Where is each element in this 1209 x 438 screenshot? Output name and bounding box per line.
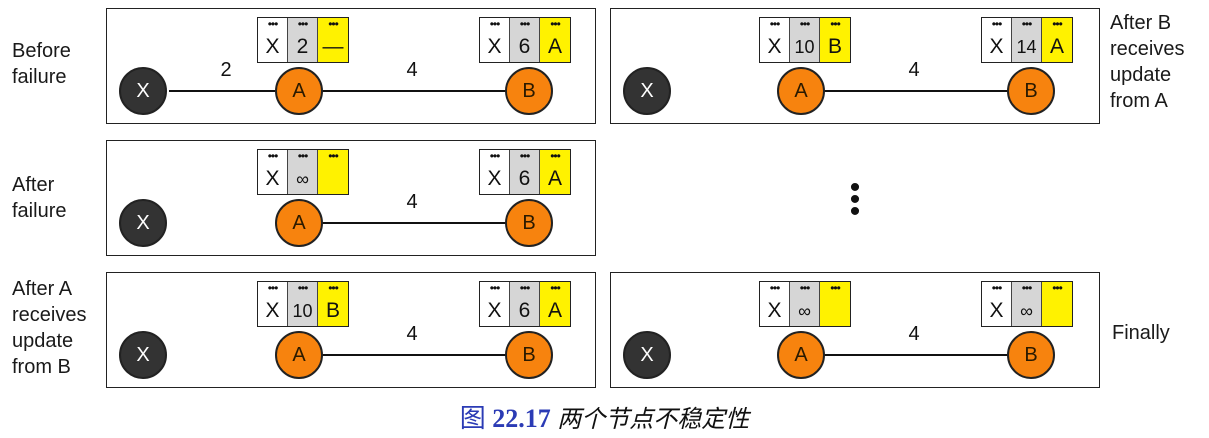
table-cell-destination: •••X [760,18,790,62]
node-a: A [275,67,323,115]
table-cell-destination: •••X [480,18,510,62]
table-cell-cost: •••∞ [288,150,318,194]
table-cell-destination: •••X [480,150,510,194]
panel-finally: •••X •••∞ ••• •••X •••∞ ••• 4 X A B [610,272,1100,388]
link-a-b [823,90,1009,92]
routing-table-b: •••X •••6 •••A [479,17,571,63]
panel-after-b-update: •••X •••10 •••B •••X •••14 •••A 4 X A B [610,8,1100,124]
table-cell-destination: •••X [258,150,288,194]
table-cell-destination: •••X [982,282,1012,326]
node-a: A [777,67,825,115]
link-cost-a-b: 4 [908,59,920,81]
link-cost-a-b: 4 [908,323,920,345]
link-cost-x-a: 2 [220,59,232,81]
node-x: X [119,331,167,379]
link-cost-a-b: 4 [406,191,418,213]
node-a: A [275,199,323,247]
link-a-b [321,90,507,92]
table-cell-cost: •••14 [1012,18,1042,62]
table-cell-destination: •••X [760,282,790,326]
routing-table-a: •••X •••∞ ••• [257,149,349,195]
figure-caption: 图 22.17 两个节点不稳定性 [0,398,1209,435]
vertical-ellipsis: • • • [849,171,861,228]
link-cost-a-b: 4 [406,323,418,345]
caption-text: 两个节点不稳定性 [557,407,750,433]
node-x: X [623,331,671,379]
routing-table-a: •••X •••10 •••B [759,17,851,63]
node-b: B [1007,67,1055,115]
routing-table-b: •••X •••∞ ••• [981,281,1073,327]
routing-table-a: •••X •••10 •••B [257,281,349,327]
routing-table-a: •••X •••2 •••— [257,17,349,63]
node-x: X [119,199,167,247]
table-cell-next-hop: •••A [540,282,570,326]
caption-prefix: 图 [459,404,486,433]
table-cell-cost: •••6 [510,18,540,62]
node-a: A [275,331,323,379]
stage-label-after-failure: After failure [12,174,67,222]
table-cell-destination: •••X [982,18,1012,62]
node-b: B [505,67,553,115]
table-cell-next-hop: •••A [540,150,570,194]
table-cell-next-hop: ••• [318,150,348,194]
table-cell-destination: •••X [480,282,510,326]
node-a: A [777,331,825,379]
node-b: B [505,331,553,379]
table-cell-cost: •••6 [510,150,540,194]
routing-table-b: •••X •••6 •••A [479,149,571,195]
link-a-b [823,354,1009,356]
node-b: B [1007,331,1055,379]
table-cell-destination: •••X [258,18,288,62]
routing-table-b: •••X •••14 •••A [981,17,1073,63]
table-cell-next-hop: •••A [540,18,570,62]
table-cell-cost: •••10 [790,18,820,62]
node-b: B [505,199,553,247]
table-cell-cost: •••6 [510,282,540,326]
link-x-a [169,90,275,92]
table-cell-next-hop: •••A [1042,18,1072,62]
table-cell-cost: •••2 [288,18,318,62]
stage-label-before-failure: Before failure [12,40,71,88]
table-cell-next-hop: ••• [820,282,850,326]
link-a-b [321,354,507,356]
table-cell-cost: •••10 [288,282,318,326]
table-cell-next-hop: •••— [318,18,348,62]
caption-number: 22.17 [492,404,551,433]
routing-table-b: •••X •••6 •••A [479,281,571,327]
link-a-b [321,222,507,224]
panel-after-a-update: •••X •••10 •••B •••X •••6 •••A 4 X A B [106,272,596,388]
routing-table-a: •••X •••∞ ••• [759,281,851,327]
stage-label-finally: Finally [1112,322,1170,344]
stage-label-after-a-update: After A receives update from B [12,278,87,378]
node-x: X [119,67,167,115]
panel-after-failure: •••X •••∞ ••• •••X •••6 •••A 4 X A B [106,140,596,256]
table-cell-next-hop: •••B [318,282,348,326]
table-cell-destination: •••X [258,282,288,326]
stage-label-after-b-update: After B receives update from A [1110,12,1185,112]
table-cell-cost: •••∞ [1012,282,1042,326]
table-cell-cost: •••∞ [790,282,820,326]
panel-before-failure: •••X •••2 •••— •••X •••6 •••A 2 4 X A B [106,8,596,124]
link-cost-a-b: 4 [406,59,418,81]
table-cell-next-hop: ••• [1042,282,1072,326]
node-x: X [623,67,671,115]
table-cell-next-hop: •••B [820,18,850,62]
